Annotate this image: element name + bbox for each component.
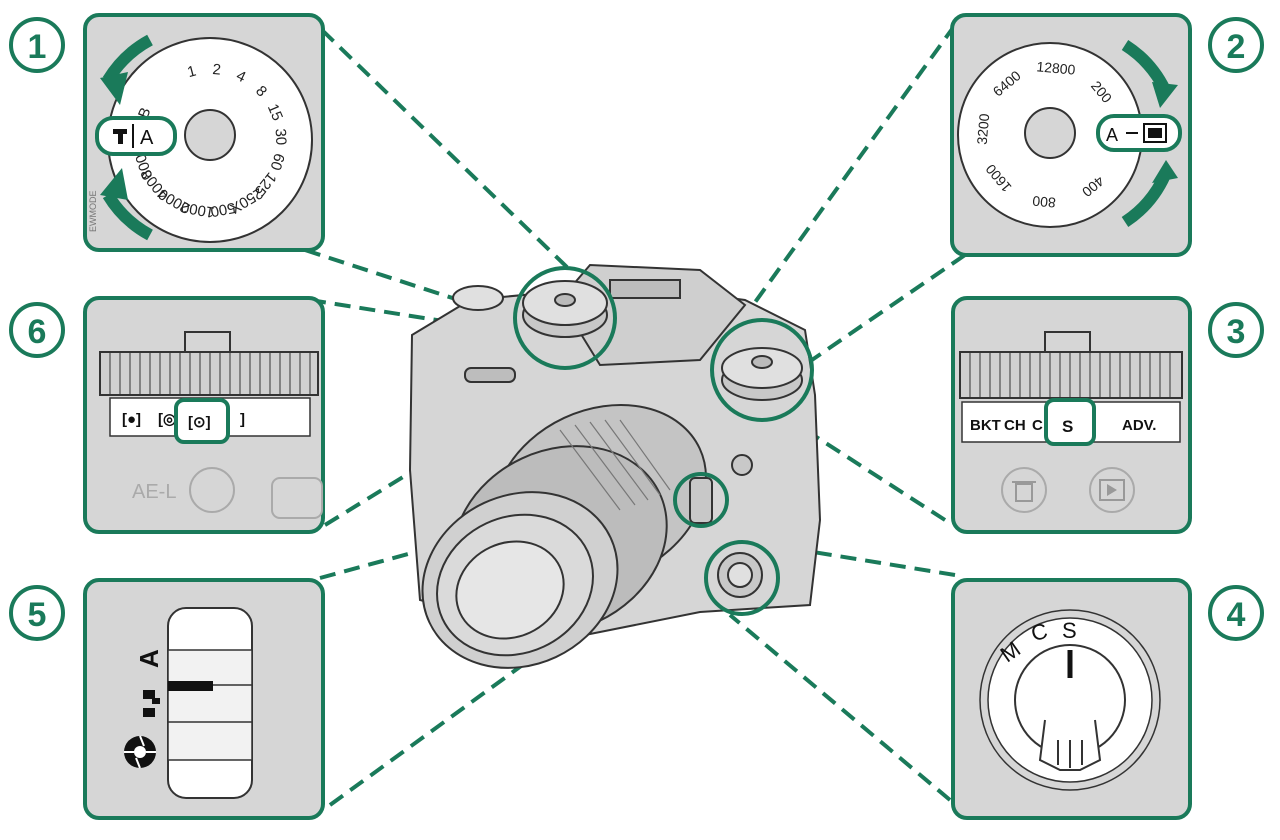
shutter-value-9: 500 <box>209 199 237 220</box>
highlight-focus-selector <box>704 540 780 616</box>
panel-6-metering-dial: [●] [◎] [⊙] ] AE-L <box>83 296 325 534</box>
selected-value: A <box>140 127 154 149</box>
leader-line-2b <box>788 253 967 377</box>
svg-text:3: 3 <box>1227 313 1246 351</box>
camera-illustration <box>408 263 822 669</box>
shutter-value-5: 30 <box>272 128 290 145</box>
ae-l-button <box>189 467 235 513</box>
ae-l-label: AE-L <box>132 481 176 503</box>
panel-5-aperture-switch: A <box>83 578 325 820</box>
iso-value-5: 3200 <box>974 113 993 146</box>
selected-position-marker <box>1044 398 1096 446</box>
shutter-value-1: 2 <box>212 61 222 79</box>
aperture-icon <box>124 735 156 769</box>
highlight-shutter-dial <box>513 266 617 370</box>
metering-symbol-2: [⊙] <box>188 414 211 431</box>
svg-text:5: 5 <box>28 596 47 634</box>
mode-label-c: C <box>1028 618 1050 646</box>
callout-number-5: 5 <box>9 585 65 641</box>
delete-icon <box>1001 467 1047 513</box>
callout-number-3: 3 <box>1208 302 1264 358</box>
drive-mode-1: CH <box>1004 417 1026 434</box>
panel-1-shutter-speed-dial: 1248153060125250X5001000200040008000TB A… <box>83 13 325 252</box>
selected-position-marker <box>174 398 230 444</box>
rear-wheel <box>271 477 323 519</box>
shutter-value-6: 60 <box>266 151 287 172</box>
drive-mode-4: ADV. <box>1122 417 1156 434</box>
leader-line-1a <box>320 28 572 272</box>
switch-label-a: A <box>134 649 164 668</box>
camera-highlight-circles <box>513 266 814 616</box>
leader-line-4b <box>728 613 952 802</box>
callout-number-2: 2 <box>1208 17 1264 73</box>
highlight-aperture-switch <box>673 472 729 528</box>
selected-value: A <box>1106 125 1118 145</box>
callout-number-6: 6 <box>9 302 65 358</box>
panel-4-focus-mode-selector: M C S <box>951 578 1192 820</box>
svg-text:1: 1 <box>28 28 47 66</box>
iso-value-3: 800 <box>1032 193 1057 211</box>
leader-line-2a <box>733 23 957 332</box>
svg-text:6: 6 <box>28 313 47 351</box>
panel-3-drive-dial: BKT CH C S ADV. <box>951 296 1192 534</box>
drive-mode-3: S <box>1062 417 1073 436</box>
shutter-value-10: 1000 <box>180 198 216 221</box>
callout-number-4: 4 <box>1208 585 1264 641</box>
shutter-value-4: 15 <box>264 101 286 123</box>
svg-text:4: 4 <box>1227 596 1246 634</box>
panel-2-sensitivity-dial: 20016040080016003200640012800 A <box>950 13 1192 257</box>
drive-mode-0: BKT <box>970 417 1001 434</box>
mode-label-s: S <box>1062 618 1077 643</box>
metering-symbol-0: [●] <box>122 411 141 428</box>
side-label: EWMODE <box>88 191 98 233</box>
metering-symbol-3: ] <box>240 411 245 428</box>
drive-mode-2: C <box>1032 417 1043 434</box>
playback-icon <box>1089 467 1135 513</box>
svg-text:2: 2 <box>1227 28 1246 66</box>
highlight-iso-dial <box>710 318 814 422</box>
selected-position-marker <box>95 116 177 156</box>
iso-value-7: 12800 <box>1036 58 1076 77</box>
callout-number-1: 1 <box>9 17 65 73</box>
